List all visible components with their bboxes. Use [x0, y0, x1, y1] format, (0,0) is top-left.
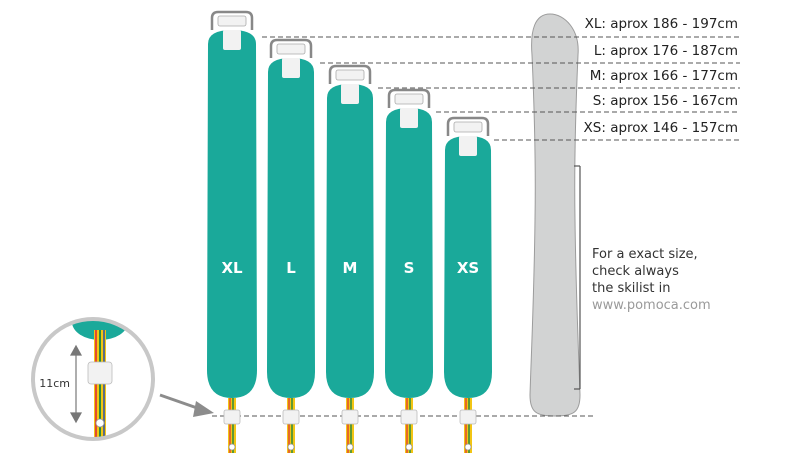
- tip-clip-icon: [387, 88, 431, 128]
- skin-body: [207, 30, 257, 398]
- arrow-icon: [159, 393, 214, 417]
- tail-strap-icon: [459, 398, 477, 453]
- size-row-xl: XL: aprox 186 - 197cm: [585, 16, 738, 32]
- note-line-2: check always: [592, 264, 679, 279]
- skin-size-label: S: [404, 259, 415, 277]
- skin-xs: XS: [444, 116, 492, 453]
- size-row-s: S: aprox 156 - 167cm: [593, 93, 738, 109]
- skin-size-label: XS: [457, 259, 479, 277]
- skin-body: [267, 58, 315, 398]
- skin-size-label: L: [286, 259, 296, 277]
- size-note: For a exact size, check always the skili…: [592, 247, 711, 313]
- tail-strap-icon: [223, 398, 241, 453]
- skin-xl: XL: [207, 10, 257, 453]
- note-link: www.pomoca.com: [592, 298, 711, 313]
- skin-l: L: [267, 38, 315, 453]
- tail-detail-magnifier: 11cm: [31, 317, 155, 441]
- tip-clip-icon: [269, 38, 313, 78]
- size-row-xs: XS: aprox 146 - 157cm: [584, 120, 738, 136]
- tip-clip-icon: [446, 116, 490, 156]
- dimension-arrow: [69, 344, 83, 424]
- tip-clip-icon: [328, 64, 372, 104]
- size-row-m: M: aprox 166 - 177cm: [590, 68, 738, 84]
- skin-m: M: [326, 64, 374, 453]
- skin-s: S: [385, 88, 433, 453]
- skin-body: [326, 84, 374, 398]
- skin-body: [385, 108, 433, 398]
- tail-strap-icon: [282, 398, 300, 453]
- skin-body: [444, 136, 492, 398]
- ski-silhouette: [529, 13, 581, 417]
- dimension-label: 11cm: [39, 377, 70, 390]
- tail-strap-icon: [400, 398, 418, 453]
- skin-size-label: M: [343, 259, 358, 277]
- tail-strap-icon: [341, 398, 359, 453]
- note-line-1: For a exact size,: [592, 247, 698, 262]
- note-bracket: [574, 165, 581, 390]
- tip-clip-icon: [210, 10, 254, 50]
- skin-size-label: XL: [221, 259, 243, 277]
- note-line-3: the skilist in: [592, 281, 670, 296]
- detail-clip-buckle: [87, 361, 113, 385]
- detail-skin-tail: [72, 319, 128, 340]
- size-range-labels: XL: aprox 186 - 197cm L: aprox 176 - 187…: [584, 16, 738, 136]
- size-row-l: L: aprox 176 - 187cm: [594, 43, 738, 59]
